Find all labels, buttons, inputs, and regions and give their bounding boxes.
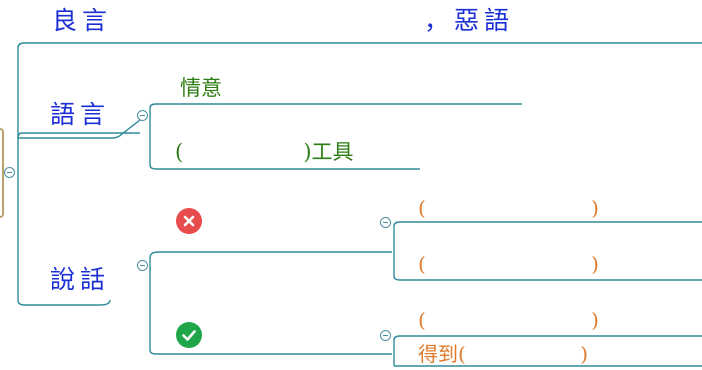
title-left: 良言 bbox=[52, 6, 113, 35]
root-node-edge bbox=[0, 128, 4, 218]
collapse-toggle-root[interactable] bbox=[4, 167, 15, 178]
language-child-tool: ( )工具 bbox=[175, 140, 354, 164]
title-right: ，惡語 bbox=[424, 6, 515, 35]
positive-item-1: ( ) bbox=[418, 308, 599, 332]
branch-language-label: 語言 bbox=[50, 100, 111, 129]
collapse-toggle-positive[interactable] bbox=[380, 330, 391, 341]
branch-speech-label: 說話 bbox=[50, 265, 111, 294]
collapse-toggle-negative[interactable] bbox=[380, 217, 391, 228]
positive-item-2: 得到( ) bbox=[418, 342, 589, 366]
check-circle-icon bbox=[176, 322, 202, 348]
collapse-toggle-speech[interactable] bbox=[137, 260, 148, 271]
collapse-toggle-language[interactable] bbox=[137, 110, 148, 121]
x-circle-icon bbox=[176, 208, 202, 234]
negative-item-1: ( ) bbox=[418, 196, 599, 220]
language-child-feeling: 情意 bbox=[180, 76, 222, 100]
negative-item-2: ( ) bbox=[418, 252, 599, 276]
